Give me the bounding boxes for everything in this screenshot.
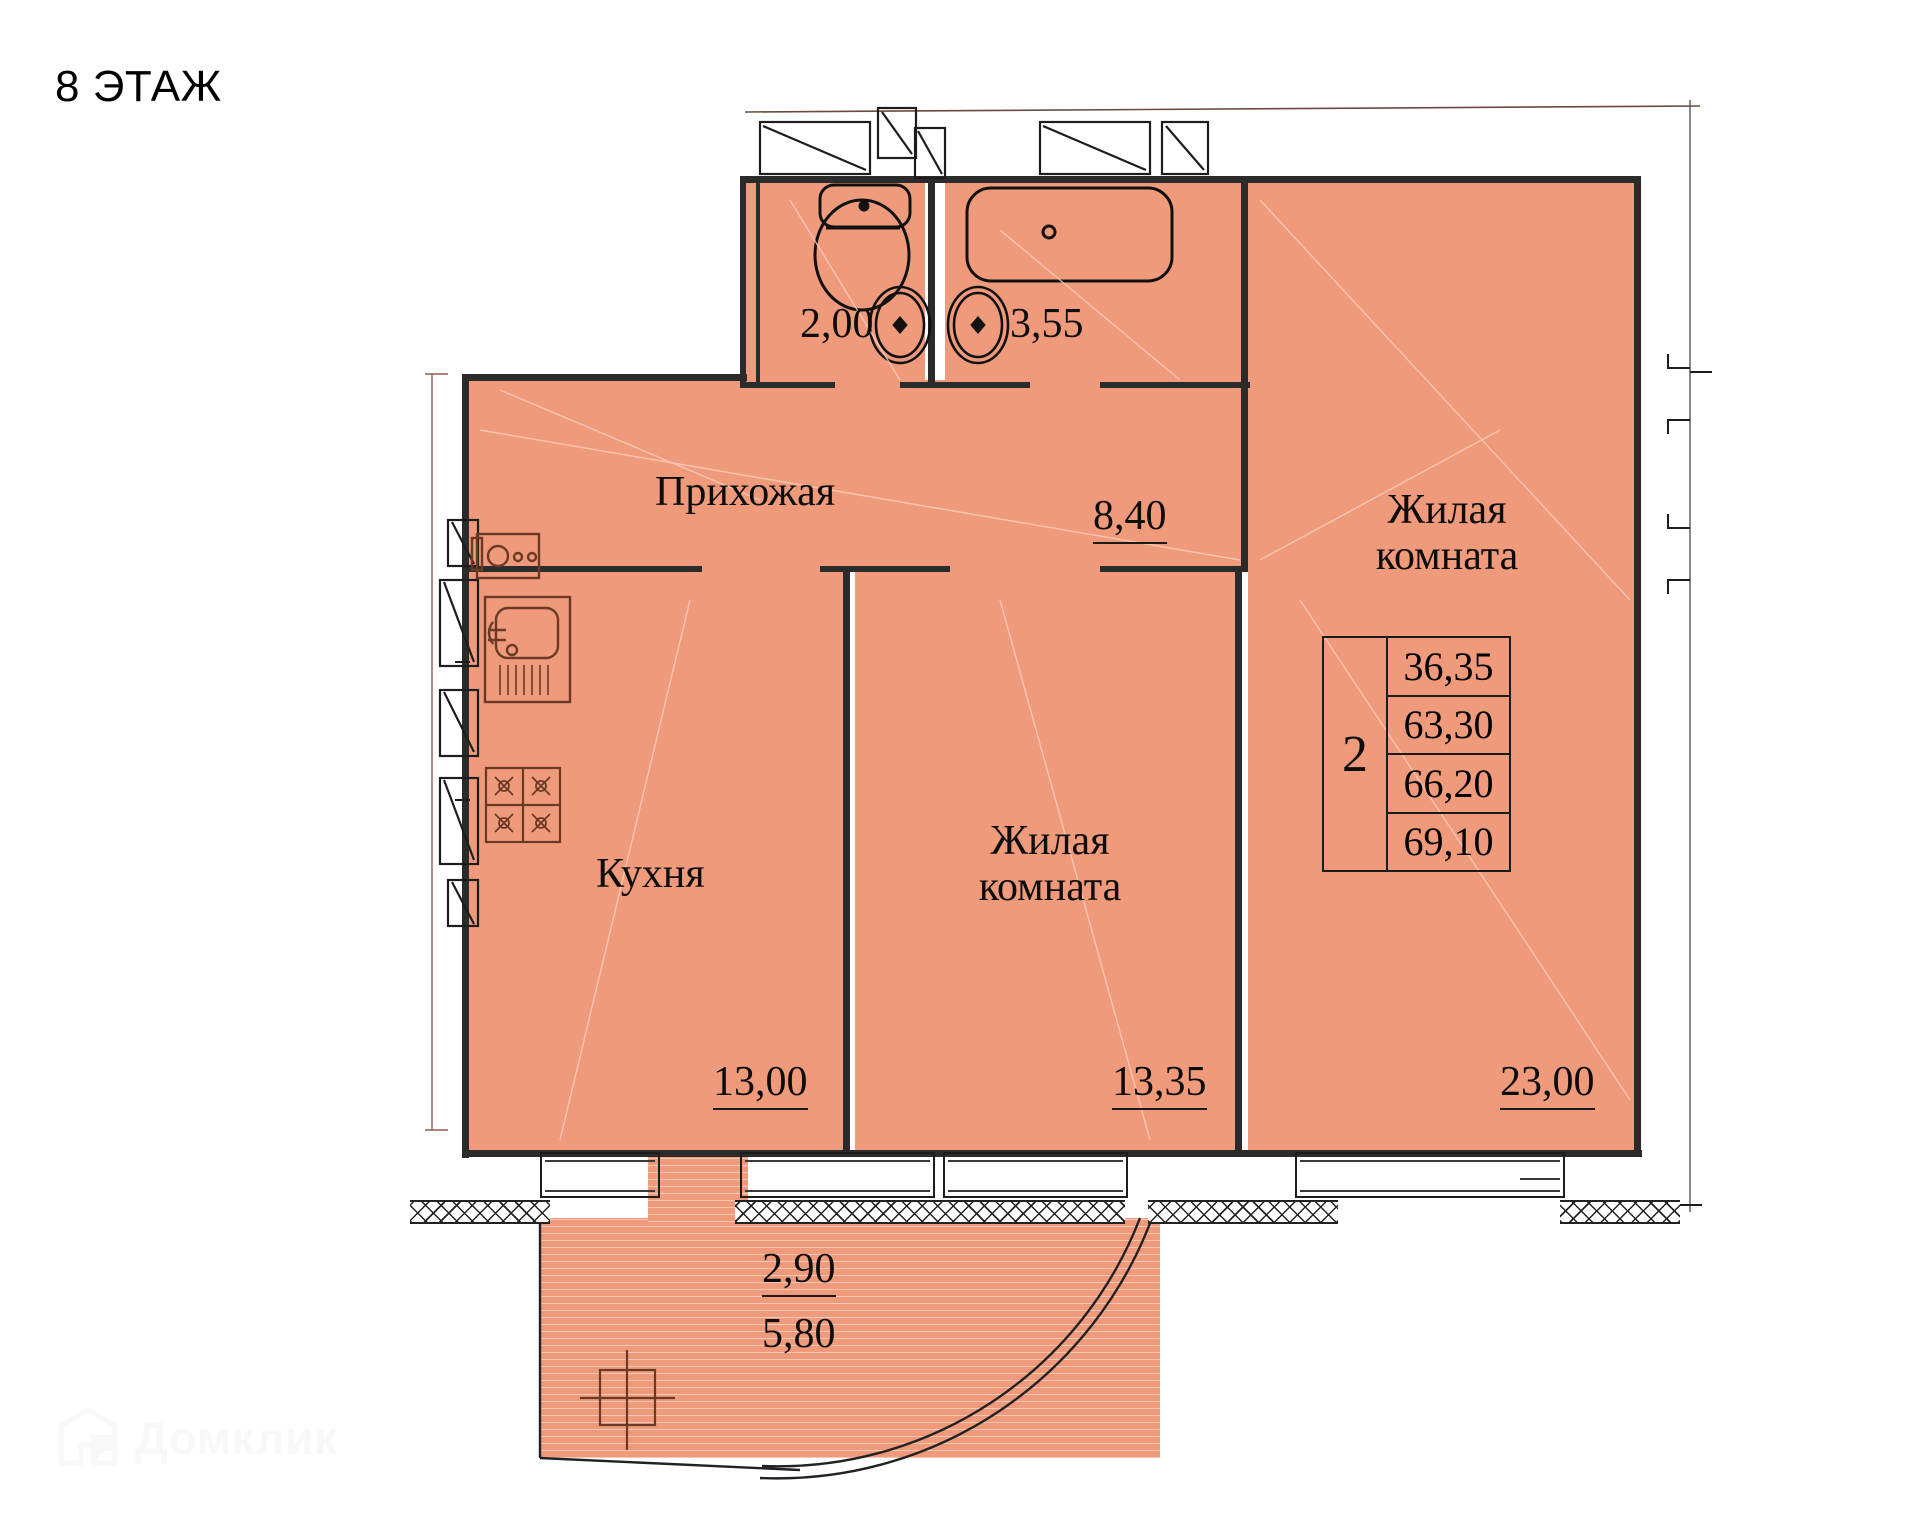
area-value-kitchen: 13,00 xyxy=(713,1058,808,1110)
dimension-marks-right xyxy=(1667,100,1712,1212)
room-label-kitchen: Кухня xyxy=(596,851,705,897)
wall-hallway-right xyxy=(1241,380,1248,570)
apartment-info-table: 2 36,35 63,30 66,20 69,10 xyxy=(1322,636,1511,872)
info-table-room-count: 2 xyxy=(1342,725,1368,783)
room-label-living-room-2-line2: комната xyxy=(1375,533,1519,580)
room-label-living-room-1-line1: Жилая xyxy=(990,818,1110,864)
wall-kitchen-hall-2 xyxy=(820,566,950,572)
wall-left-toilet xyxy=(740,176,746,388)
room-fill-balcony-entry xyxy=(648,1152,748,1222)
info-table-room-count-cell: 2 xyxy=(1324,638,1388,870)
house-logo-icon xyxy=(58,1407,118,1466)
info-table-row: 63,30 xyxy=(1388,697,1509,755)
wall-top-living-2 xyxy=(1241,176,1641,183)
window-bottom-3 xyxy=(948,1160,1123,1162)
info-table-row: 69,10 xyxy=(1388,814,1509,871)
area-value-balcony-gross: 5,80 xyxy=(762,1311,836,1357)
info-table-value-total-living: 36,35 xyxy=(1403,643,1494,689)
room-label-living-room-1: Жилая комната xyxy=(955,818,1145,910)
area-value-living-room-1: 13,35 xyxy=(1112,1058,1207,1110)
info-table-value-area-gross: 69,10 xyxy=(1403,819,1494,865)
balcony-rail-hatch-left xyxy=(410,1200,550,1224)
wall-toilet-bath-divider xyxy=(928,176,935,388)
wall-top-bath xyxy=(745,176,1245,183)
room-fill-bathroom xyxy=(945,182,1245,387)
window-frame-2 xyxy=(740,1152,935,1198)
window-frame-1 xyxy=(540,1152,660,1198)
wall-bottom-toilet xyxy=(740,382,835,388)
window-bottom-2b xyxy=(745,1190,930,1192)
room-fill-balcony xyxy=(540,1218,1160,1458)
wall-outer-right xyxy=(1634,176,1641,1156)
window-bottom-4c xyxy=(1520,1178,1560,1180)
window-bottom-3b xyxy=(948,1190,1123,1192)
balcony-rail-hatch-right xyxy=(1148,1200,1338,1224)
wall-kitchen-hall xyxy=(462,566,702,572)
area-value-balcony-net: 2,90 xyxy=(762,1245,836,1297)
area-value-bathroom: 3,55 xyxy=(1010,301,1084,347)
info-table-value-area-total: 66,20 xyxy=(1403,760,1494,806)
wall-left-toilet-2 xyxy=(756,176,760,388)
watermark: Домклик xyxy=(55,1405,337,1471)
area-value-hallway: 8,40 xyxy=(1093,492,1167,544)
room-label-living-room-2-line1: Жилая xyxy=(1387,487,1507,533)
wall-living1-hall xyxy=(1100,566,1248,572)
window-group-top xyxy=(744,105,1701,180)
window-bottom-1 xyxy=(545,1160,655,1162)
window-bottom-4b xyxy=(1300,1190,1560,1192)
wall-outer-left xyxy=(462,374,469,1158)
balcony-rail-hatch-mid xyxy=(735,1200,1125,1224)
wall-right-bath xyxy=(1241,176,1248,388)
area-value-living-room-2: 23,00 xyxy=(1500,1058,1595,1110)
wall-top-hallway xyxy=(462,374,747,381)
page-title: 8 ЭТАЖ xyxy=(55,62,222,111)
wall-kitchen-living1 xyxy=(843,566,850,1154)
area-value-toilet: 2,00 xyxy=(800,301,874,347)
window-frame-3 xyxy=(943,1152,1128,1198)
balcony-rail-hatch-far-right xyxy=(1560,1200,1680,1224)
wall-bottom-bath xyxy=(900,382,1030,388)
window-bottom-1b xyxy=(545,1190,655,1192)
wall-bottom-bath-2 xyxy=(1100,382,1250,388)
room-label-living-room-2: Жилая комната xyxy=(1337,487,1557,579)
window-bottom-4 xyxy=(1300,1160,1560,1162)
watermark-text: Домклик xyxy=(135,1412,338,1464)
room-label-hallway: Прихожая xyxy=(655,469,836,515)
room-label-living-room-1-line2: комната xyxy=(978,864,1122,911)
info-table-row: 36,35 xyxy=(1388,638,1509,697)
window-frame-4 xyxy=(1295,1152,1565,1198)
info-table-value-area-living: 63,30 xyxy=(1403,702,1494,748)
room-fill-toilet xyxy=(745,182,925,387)
info-table-row: 66,20 xyxy=(1388,755,1509,814)
window-bottom-2 xyxy=(745,1160,930,1162)
wall-living1-living2 xyxy=(1235,566,1242,1154)
